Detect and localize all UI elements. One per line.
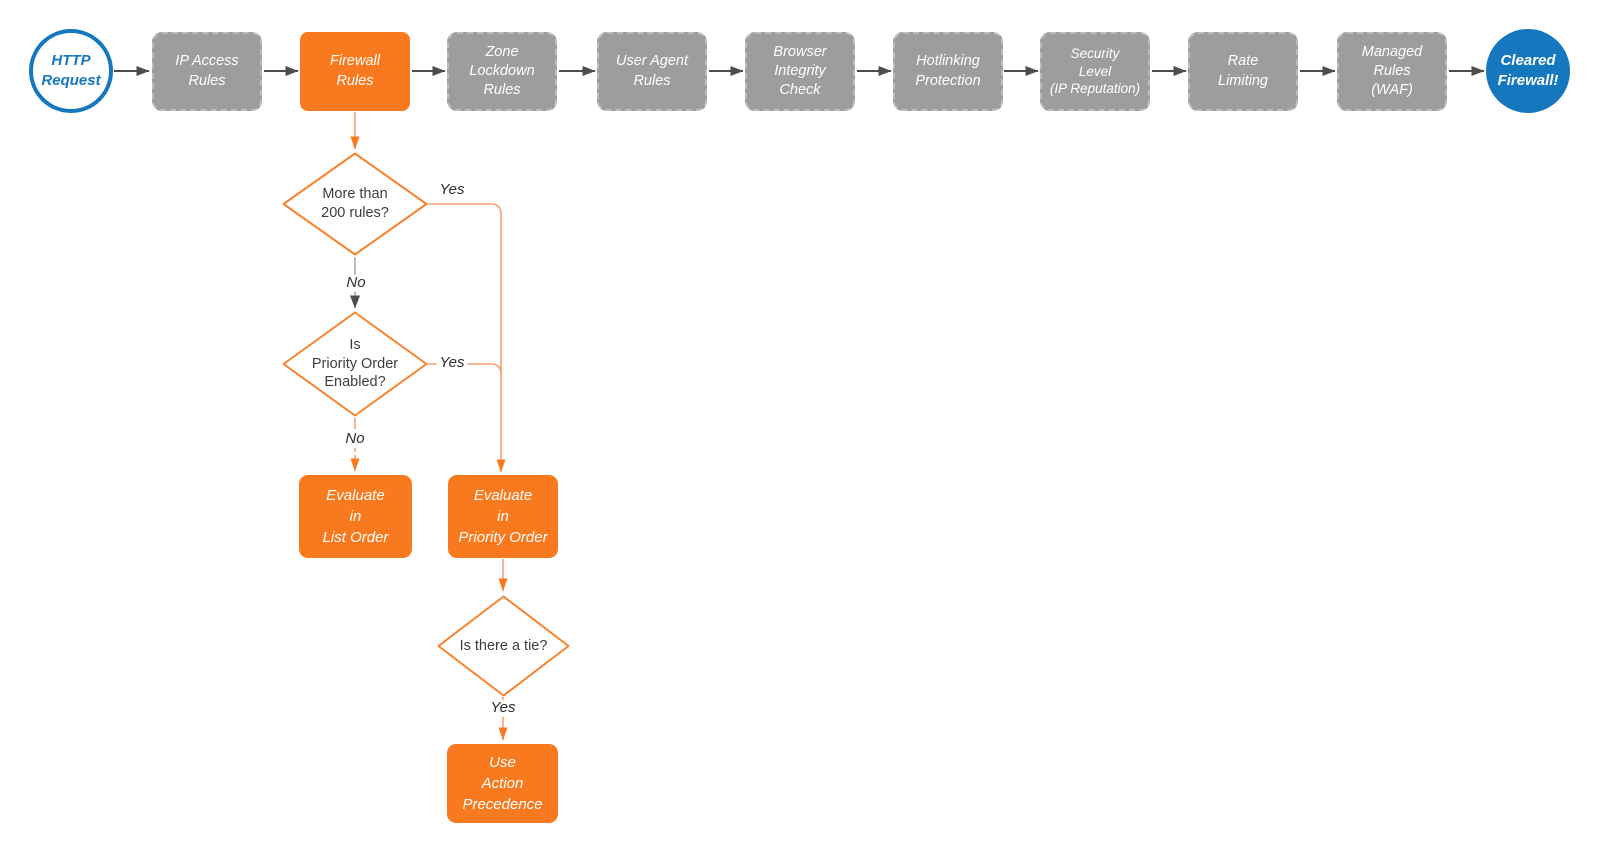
decision-is-there-a-tie: Is there a tie?: [437, 595, 570, 697]
node-managed-rules-waf: Managed Rules (WAF): [1337, 32, 1447, 111]
action-evaluate-in-list-order: Evaluate in List Order: [299, 475, 412, 558]
node-zone-lockdown-rules: Zone Lockdown Rules: [447, 32, 557, 111]
node-label: HTTP Request: [41, 51, 101, 89]
node-label: Firewall Rules: [330, 53, 380, 89]
decision-label: Is there a tie?: [459, 637, 548, 654]
action-use-action-precedence: Use Action Precedence: [447, 744, 558, 823]
decision-priority-order-enabled: Is Priority Order Enabled?: [282, 311, 428, 417]
decision-label: Is Priority Order Enabled?: [311, 336, 399, 391]
node-firewall-rules: Firewall Rules: [300, 32, 410, 111]
node-cleared-firewall: Cleared Firewall!: [1486, 29, 1570, 113]
node-label: Use Action Precedence: [462, 754, 543, 813]
node-browser-integrity-check: Browser Integrity Check: [745, 32, 855, 111]
edge-label-yes-more-than-200: Yes: [436, 181, 468, 199]
node-label: Evaluate in List Order: [322, 487, 389, 546]
edge-decision1-yes-to-priority-eval: [428, 203, 506, 473]
diamond-shape: [282, 152, 428, 256]
diamond-shape: [437, 595, 570, 697]
node-ip-access-rules: IP Access Rules: [152, 32, 262, 111]
edge-label-yes-priority-order: Yes: [436, 354, 468, 372]
node-label: Cleared Firewall!: [1497, 51, 1559, 89]
node-label: Managed Rules (WAF): [1361, 43, 1423, 99]
node-hotlinking-protection: Hotlinking Protection: [893, 32, 1003, 111]
node-label: Evaluate in Priority Order: [458, 487, 548, 546]
diamond-shape: [282, 311, 428, 417]
node-label: Browser Integrity Check: [773, 43, 827, 99]
edge-label-no-priority-order: No: [342, 430, 368, 448]
node-label: Rate Limiting: [1218, 53, 1268, 89]
node-label: Security Level (IP Reputation): [1049, 45, 1141, 97]
decision-more-than-200-rules: More than 200 rules?: [282, 152, 428, 256]
action-evaluate-in-priority-order: Evaluate in Priority Order: [448, 475, 558, 558]
node-label: Hotlinking Protection: [915, 53, 981, 89]
edge-label-yes-is-there-a-tie: Yes: [487, 699, 519, 717]
decision-label: More than 200 rules?: [321, 186, 389, 221]
node-rate-limiting: Rate Limiting: [1188, 32, 1298, 111]
node-security-level: Security Level (IP Reputation): [1040, 32, 1150, 111]
node-label: IP Access Rules: [175, 53, 239, 89]
node-http-request: HTTP Request: [29, 29, 113, 113]
node-user-agent-rules: User Agent Rules: [597, 32, 707, 111]
edge-decision2-yes-join: [428, 363, 502, 375]
node-label: Zone Lockdown Rules: [469, 43, 535, 99]
node-label: User Agent Rules: [616, 53, 688, 89]
edge-label-no-more-than-200: No: [343, 274, 369, 292]
